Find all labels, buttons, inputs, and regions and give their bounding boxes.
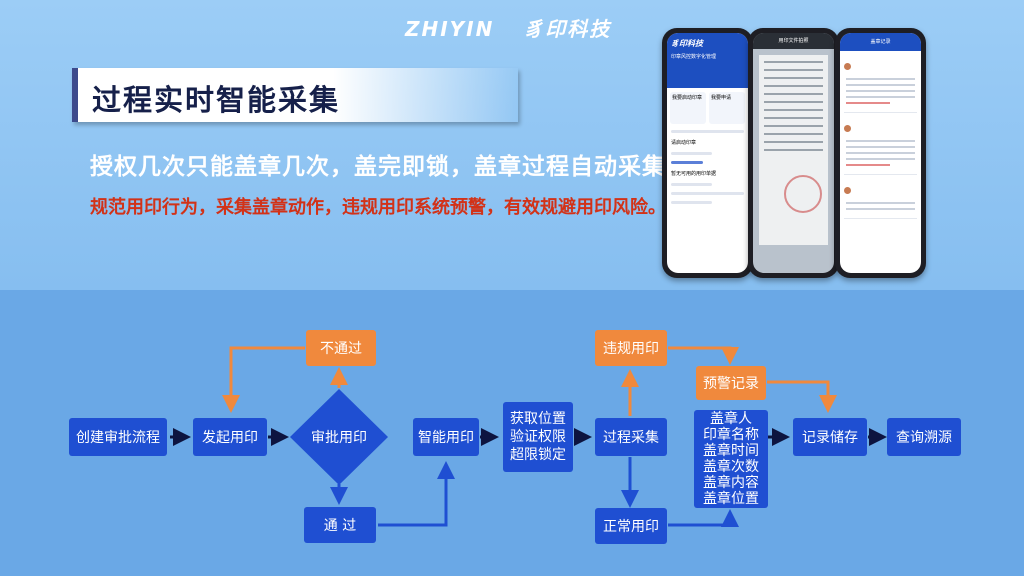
node-pass: 通 过: [304, 507, 376, 543]
detail-sealer: 盖章人: [710, 411, 752, 427]
node-violation: 违规用印: [595, 330, 667, 366]
avatar-icon: [844, 187, 851, 194]
brand-name-cn: 豸印科技: [523, 17, 612, 41]
subtitle: 授权几次只能盖章几次，盖完即锁，盖章过程自动采集: [90, 154, 666, 180]
node-reject: 不通过: [306, 330, 376, 366]
node-smart-seal: 智能用印: [413, 418, 479, 456]
detail-seal-content: 盖章内容: [703, 475, 759, 491]
arrow-pass-smart: [378, 461, 455, 527]
seal-stamp-icon: [784, 175, 822, 213]
detail-seal-position: 盖章位置: [703, 491, 759, 507]
phone-item: 请启动印章: [671, 140, 697, 146]
record-item: [844, 117, 917, 175]
locate-line-1: 获取位置: [510, 411, 566, 427]
phone-records-title: 盖章记录: [840, 33, 921, 51]
node-record-store: 记录储存: [793, 418, 867, 456]
record-item: [844, 55, 917, 113]
node-seal-details: 盖章人 印章名称 盖章时间 盖章次数 盖章内容 盖章位置: [694, 410, 768, 508]
node-normal-seal: 正常用印: [595, 508, 667, 544]
detail-seal-name: 印章名称: [703, 427, 759, 443]
detail-seal-time: 盖章时间: [703, 443, 759, 459]
arrow-warning-store: [767, 380, 837, 413]
locate-line-3: 超限锁定: [510, 447, 566, 463]
phone-home-screen: 豸印科技 印章风控数字化管理 我要启动印章 我要申请 请启动印章 暂无可用的用印…: [662, 28, 753, 278]
node-approve-seal: 审批用印: [311, 430, 367, 446]
node-initiate-seal: 发起用印: [193, 418, 267, 456]
phone-seal-records: 盖章记录: [835, 28, 926, 278]
approve-diamond: [290, 389, 388, 485]
record-item: [844, 179, 917, 219]
detail-seal-count: 盖章次数: [703, 459, 759, 475]
node-create-approval-flow: 创建审批流程: [69, 418, 167, 456]
phone-card-start-seal: 我要启动印章: [670, 92, 706, 124]
node-process-collect: 过程采集: [595, 418, 667, 456]
phone-app-brand: 豸印科技: [671, 39, 703, 48]
phone-document-photo: 用印文件拍照: [748, 28, 839, 278]
page-title: 过程实时智能采集: [92, 83, 341, 117]
arrow-violation-warning: [668, 346, 739, 365]
brand-name-en: ZHIYIN: [405, 17, 495, 41]
phone-card-apply: 我要申请: [709, 92, 745, 124]
avatar-icon: [844, 63, 851, 70]
document-photo: [759, 55, 828, 245]
brand-logo: ZHIYIN 豸印科技: [405, 13, 611, 42]
arrow-reject-initiate: [222, 346, 305, 413]
node-query-trace: 查询溯源: [887, 418, 961, 456]
arrow-normal-details: [668, 509, 739, 527]
phone-item-2: 暂无可用的用印单据: [671, 171, 717, 177]
phone-app-subtitle: 印章风控数字化管理: [671, 54, 717, 60]
node-warning-record: 预警记录: [696, 366, 766, 400]
phone-doc-title: 用印文件拍照: [753, 33, 834, 49]
title-banner: 过程实时智能采集: [72, 68, 518, 122]
tagline: 规范用印行为，采集盖章动作，违规用印系统预警，有效规避用印风险。: [90, 197, 666, 218]
node-locate-verify-lock: 获取位置 验证权限 超限锁定: [503, 402, 573, 472]
locate-line-2: 验证权限: [510, 429, 566, 445]
header-section: ZHIYIN 豸印科技 过程实时智能采集 授权几次只能盖章几次，盖完即锁，盖章过…: [0, 0, 1024, 290]
avatar-icon: [844, 125, 851, 132]
